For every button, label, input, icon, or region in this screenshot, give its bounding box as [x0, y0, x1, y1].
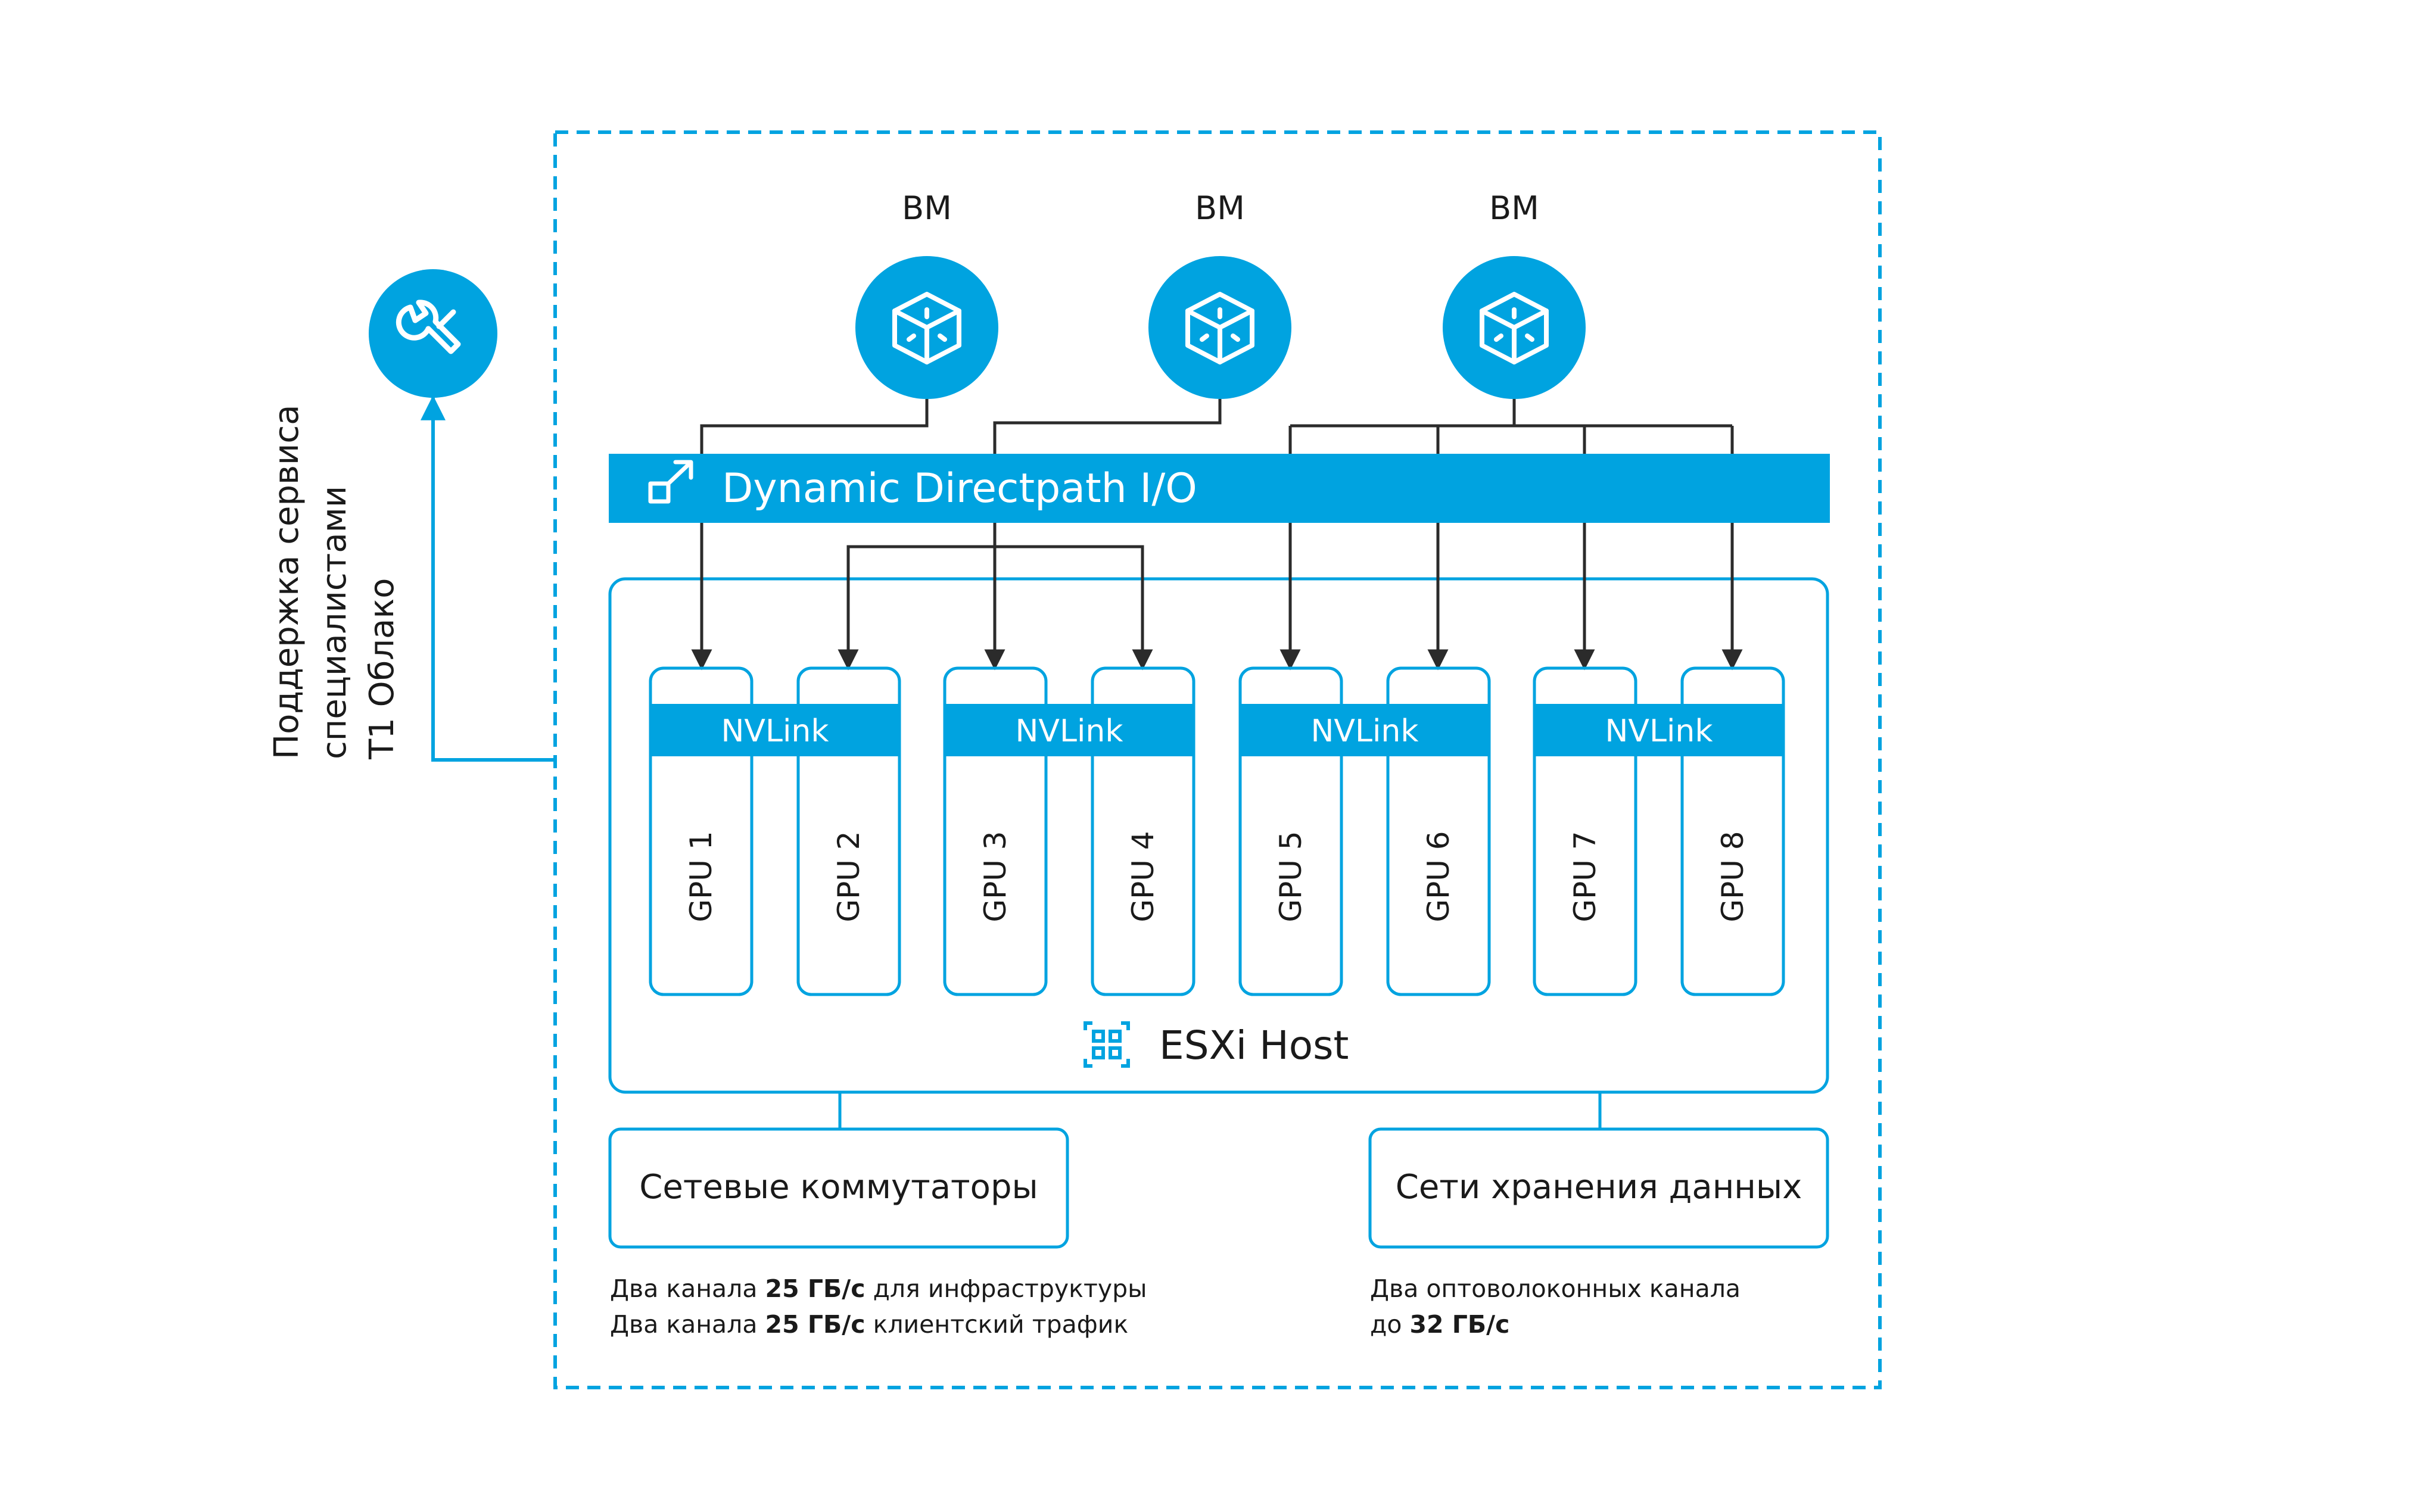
nvlink-bar-2 — [945, 704, 1194, 756]
gpu-card-5: GPU 5 — [1238, 666, 1343, 996]
vm2-connector — [993, 399, 1222, 454]
gpu-card-6: GPU 6 — [1386, 666, 1491, 996]
gpu-card-8: GPU 8 — [1680, 666, 1785, 996]
esxi-host-box — [608, 577, 1829, 1094]
arrow-gpu-4 — [848, 545, 1153, 671]
network-note-2: Два канала 25 ГБ/с клиентский трафик — [610, 1310, 1128, 1339]
gpu-frame-8 — [1680, 666, 1785, 996]
gpu-group: GPU 1 GPU 2 GPU 3 GPU 4 GPU 5 GPU 6 GPU 7 GPU 8 — [649, 666, 1785, 996]
vm-node-1: ВМ — [855, 189, 998, 399]
vm-node-2: ВМ — [1148, 189, 1291, 399]
directpath-label: Dynamic Directpath I/O — [722, 465, 1197, 512]
side-label-line-3: Т1 Облако — [363, 578, 401, 760]
nvlink-3: NVLink — [1240, 704, 1489, 756]
storage-networks-box — [1368, 1127, 1829, 1249]
gpu-card-4: GPU 4 — [1091, 666, 1195, 996]
network-switches-label: Сетевые коммутаторы — [639, 1168, 1038, 1207]
nvlink-2: NVLink — [945, 704, 1194, 756]
gpu-frame-6 — [1386, 666, 1491, 996]
nvlink-bar-3 — [1240, 704, 1489, 756]
gpu-frame-3 — [943, 666, 1048, 996]
vm1-connector — [700, 399, 929, 454]
gpu-card-2: GPU 2 — [796, 666, 901, 996]
cube-icon — [1185, 292, 1254, 364]
gpu-card-3: GPU 3 — [943, 666, 1048, 996]
gpu-card-7: GPU 7 — [1533, 666, 1637, 996]
gpu-label-6: GPU 6 — [1421, 831, 1456, 922]
gpu-label-2: GPU 2 — [832, 831, 866, 922]
nvlink-bar-1 — [650, 704, 899, 756]
wrench-icon — [396, 300, 461, 354]
storage-note-1: Два оптоволоконных канала — [1370, 1274, 1741, 1303]
side-label: Поддержка сервиса специалистами Т1 Облак… — [267, 405, 401, 760]
qr-grid-icon — [1084, 1021, 1130, 1068]
directpath-bar — [609, 454, 1830, 523]
nvlink-bar-4 — [1534, 704, 1783, 756]
expand-arrow-icon — [648, 460, 693, 504]
vm-connectors — [700, 399, 1734, 454]
nvlink-label-3: NVLink — [1311, 713, 1419, 749]
nvlink-label-4: NVLink — [1605, 713, 1713, 749]
gpu-label-8: GPU 8 — [1716, 831, 1750, 922]
network-switches-box — [608, 1127, 1069, 1249]
storage-networks-label: Сети хранения данных — [1396, 1168, 1802, 1207]
cube-icon — [1480, 292, 1549, 364]
vm-node-3: ВМ — [1443, 189, 1586, 399]
gpu-label-4: GPU 4 — [1126, 831, 1160, 922]
vm-label-2: ВМ — [1195, 189, 1245, 227]
storage-note-2: до 32 ГБ/с — [1370, 1310, 1509, 1339]
nvlink-1: NVLink — [650, 704, 899, 756]
nvlink-group: NVLink NVLink NVLink NVLink — [650, 704, 1783, 756]
esxi-host-label: ESXi Host — [1159, 1022, 1349, 1068]
gpu-frame-4 — [1091, 666, 1195, 996]
gpu-connectors — [691, 523, 1743, 671]
gpu-label-1: GPU 1 — [684, 831, 718, 922]
nvlink-label-1: NVLink — [721, 713, 829, 749]
gpu-card-1: GPU 1 — [649, 666, 754, 996]
network-note-1: Два канала 25 ГБ/с для инфраструктуры — [610, 1274, 1147, 1303]
nvlink-4: NVLink — [1534, 704, 1783, 756]
gpu-frame-1 — [649, 666, 754, 996]
gpu-frame-7 — [1533, 666, 1637, 996]
gpu-frame-5 — [1238, 666, 1343, 996]
vm-label-3: ВМ — [1489, 189, 1539, 227]
cube-icon — [892, 292, 961, 364]
nvlink-label-2: NVLink — [1016, 713, 1123, 749]
gpu-label-3: GPU 3 — [978, 831, 1013, 922]
gpu-label-7: GPU 7 — [1568, 831, 1602, 922]
gpu-label-5: GPU 5 — [1274, 831, 1308, 922]
vm-label-1: ВМ — [902, 189, 952, 227]
side-label-line-2: специалистами — [315, 486, 354, 759]
support-connector — [421, 395, 555, 762]
gpu-frame-2 — [796, 666, 901, 996]
vm-group: ВМ ВМ ВМ — [855, 189, 1586, 399]
side-label-line-1: Поддержка сервиса — [267, 405, 306, 760]
